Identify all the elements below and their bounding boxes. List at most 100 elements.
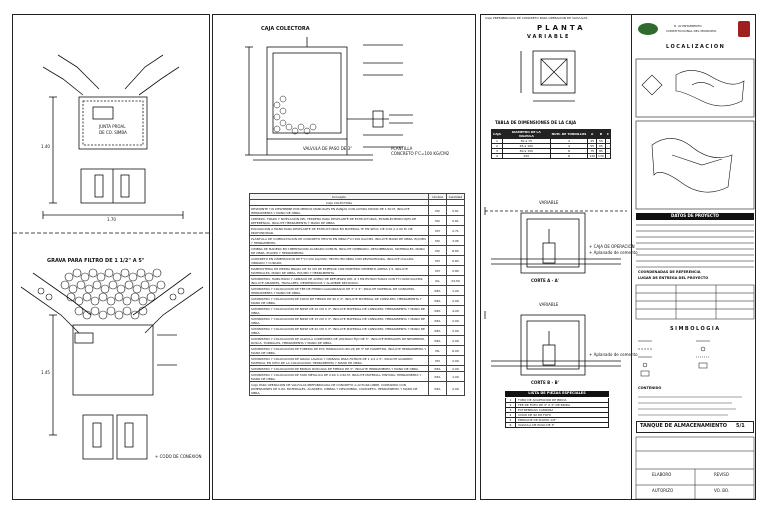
table-cell-cantidad: 5.61 (446, 205, 465, 216)
section-note-plan: PLANTILLA (391, 146, 413, 151)
simbology-grid (638, 340, 710, 377)
data-lines (636, 224, 754, 268)
sheet-valve-box-detail: CAJA PREFABRICADA DE CONCRETO PARA OPERA… (480, 14, 756, 500)
project-name-box (636, 421, 754, 433)
sheet-number: 5/1 (736, 423, 745, 429)
table-cell-unidad: PZA (428, 285, 447, 296)
material-number: 6 (506, 423, 516, 427)
table-row: SUMINISTRO Y COLOCACION DE CODO DE FIERR… (249, 295, 465, 306)
table-row: CAJA PARA OPERACION DE VALVULAS PREFABRI… (249, 381, 465, 396)
signature-2: REVISO (714, 472, 729, 477)
valve-box-drawing (484, 50, 627, 376)
material-label: TEE DE FOFO DE 3" X 3" DE BRIDA (518, 403, 571, 407)
table-cell-cantidad: 2.71 (446, 225, 465, 236)
table-cell-concepto: SUMINISTRO Y COLOCACION DE GRAVA LAVADA … (249, 355, 429, 366)
table-cell-unidad: M2 (428, 245, 447, 256)
table-cell-unidad: M3 (428, 255, 447, 266)
section-drawing (245, 37, 413, 161)
material-label: VALVULA DE PASO DE 3" (518, 423, 555, 427)
plan-views-drawing (13, 54, 209, 460)
data-header: DATOS DE PROYECTO (636, 213, 754, 220)
table-cell-unidad: PZA (428, 315, 447, 326)
table-cell-cantidad: 4.00 (446, 305, 465, 316)
dim-header-cell: NUM. DE TORNILLOS (549, 129, 589, 139)
table-row: EXCAVACION A MANO PARA DESPLANTE DE ESTR… (249, 225, 465, 236)
table-row: SUMINISTRO Y COLOCACION DE TAPA METALICA… (249, 371, 465, 382)
coordinates-label: COORDENADAS DE REFERENCIA (638, 270, 701, 274)
plan-title: PLANTA (537, 24, 586, 32)
table-cell-cantidad: 2.00 (446, 335, 465, 346)
dim-cell: 120 (587, 153, 598, 159)
table-row: CIMBRA DE MADERA EN CIMENTACION ACABADO … (249, 245, 465, 256)
table-cell-unidad: PZA (428, 295, 447, 306)
material-number: 1 (506, 398, 516, 402)
table-cell-concepto: SUMINISTRO Y COLOCACION DE NIPLE DE 10 C… (249, 305, 429, 316)
variable-label-b: VARIABLE (539, 302, 559, 307)
table-cell-concepto: DESMONTE Y/O DESHIERBE POR MEDIOS MANUAL… (249, 205, 429, 216)
table-row: SUMINISTRO Y COLOCACION DE GRAVA LAVADA … (249, 355, 465, 366)
delivery-label: LUGAR DE ENTREGA DEL PROYECTO (638, 276, 709, 280)
header-note: CAJA PREFABRICADA DE CONCRETO PARA OPERA… (485, 16, 588, 20)
location-map (635, 58, 755, 210)
legend-note-2: + Aplanado de cemento (589, 250, 638, 255)
table-cell-unidad: ML (428, 345, 447, 356)
table-cell-unidad: M2 (428, 235, 447, 246)
table-cell-unidad: PZA (428, 371, 447, 382)
top-plan-label-1: JUNTA PROAL (99, 124, 126, 129)
table-cell-unidad: PZA (428, 305, 447, 316)
section-title: CAJA COLECTORA (261, 26, 310, 32)
table-cell-cantidad: 8.65 (446, 245, 465, 256)
table-row: SUMINISTRO Y COLOCACION DE NIPLE DE 15 C… (249, 315, 465, 326)
content-lines (638, 396, 742, 416)
dim-cell: 130 (596, 153, 606, 159)
table-cell-concepto: SUMINISTRO Y COLOCACION DE TAPA METALICA… (249, 371, 429, 382)
dim-header-cell: C (604, 129, 612, 139)
top-plan-label-2: DE CO. SIMBA (99, 130, 127, 135)
bottom-plan-legend-note: + CODO DE CONEXION (155, 454, 202, 459)
table-row: SUMINISTRO Y COLOCACION DE TEE DE FIERRO… (249, 285, 465, 296)
signature-grid (635, 436, 755, 499)
dim-cell: 4 (491, 153, 503, 159)
sheet-plan-views: JUNTA PROAL DE CO. SIMBA 1.40 1.70 GRAVA… (12, 14, 210, 500)
table-cell-unidad: PZA (428, 381, 447, 396)
quantities-table: Concepto Unidad Cantidad CAJA COLECTORA … (249, 193, 465, 396)
dim-header-cell: B (596, 129, 606, 139)
table-row: LIMPIEZA, TRAZO Y NIVELACION DEL TERRENO… (249, 215, 465, 226)
section-b-label: CORTE B - B' (531, 380, 559, 385)
section-note-valve: VALVULA DE PASO DE 3" (303, 146, 352, 151)
dim-header-cell: A (587, 129, 598, 139)
logo-right (738, 21, 750, 37)
dim-cell: 250 (501, 153, 551, 159)
materials-title: LISTA DE PIEZAS ESPECIALES (505, 391, 609, 397)
top-plan-dim-bottom: 1.70 (107, 217, 116, 222)
institution-line-2: CONSTITUCIONAL DEL MUNICIPIO (666, 29, 717, 33)
table-cell-concepto: CONCRETO EN CIMENTACION DE F'C=150 KG/CM… (249, 255, 429, 266)
section-note-plan-2: CONCRETO F'C=100 KG/CM2 (391, 151, 450, 156)
table-cell-concepto: CAJA PARA OPERACION DE VALVULAS PREFABRI… (249, 381, 429, 396)
table-cell-concepto: SUMINISTRO Y COLOCACION DE CODO DE FIERR… (249, 295, 429, 306)
table-cell-concepto: PLANTILLA DE COMPACTACION DE CONCRETO HE… (249, 235, 429, 246)
material-number: 2 (506, 403, 516, 407)
table-cell-concepto: LIMPIEZA, TRAZO Y NIVELACION DEL TERRENO… (249, 215, 429, 226)
table-cell-cantidad: 0.83 (446, 255, 465, 266)
table-row: DESMONTE Y/O DESHIERBE POR MEDIOS MANUAL… (249, 205, 465, 216)
top-plan-dim-left: 1.40 (41, 144, 50, 149)
table-cell-cantidad: 2.00 (446, 295, 465, 306)
table-cell-cantidad: 5.61 (446, 215, 465, 226)
table-cell-unidad: PZA (428, 325, 447, 336)
table-row: PLANTILLA DE COMPACTACION DE CONCRETO HE… (249, 235, 465, 246)
table-cell-concepto: SUMINISTRO Y COLOCACION DE NIPLE DE 15 C… (249, 315, 429, 326)
material-number: 4 (506, 413, 516, 417)
table-cell-unidad: PZA (428, 335, 447, 346)
signature-3: AUTORIZO (652, 488, 674, 493)
table-cell-concepto: SUMINISTRO Y COLOCACION DE TUBERIA DE PV… (249, 345, 429, 356)
legend-note-3: + Aplanado de cemento (589, 352, 638, 357)
table-cell-cantidad: 1.00 (446, 285, 465, 296)
table-cell-concepto: MAMPOSTERIA DE PIEDRA BRAZA DE 30 CM DE … (249, 265, 429, 276)
table-row: SUMINISTRO Y COLOCACION DE TUBERIA DE PV… (249, 345, 465, 356)
